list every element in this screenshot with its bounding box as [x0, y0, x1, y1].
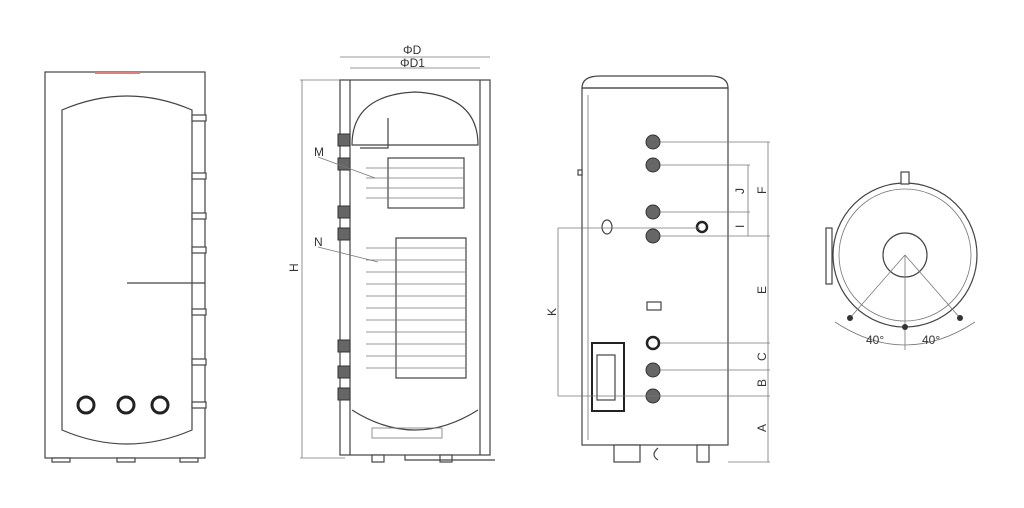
label-dim-e: E [755, 286, 769, 294]
side-dimension-lines [557, 141, 770, 463]
base-grid [371, 427, 443, 439]
label-angle-right: 40° [922, 333, 940, 347]
section-nozzles [337, 133, 351, 401]
leader-m [317, 156, 376, 179]
tank-casing [44, 71, 206, 459]
foot [116, 457, 136, 463]
top-view: 40° 40° [825, 171, 978, 350]
label-dim-i: I [733, 225, 747, 228]
label-dim-k: K [545, 308, 559, 316]
tank-dome [351, 91, 479, 146]
side-nozzles [645, 134, 661, 404]
tank-bottom [351, 409, 479, 431]
section-view: ΦD ΦD1 H M [287, 43, 495, 463]
label-dim-c: C [755, 352, 769, 361]
foot [51, 457, 71, 463]
port-circle [76, 395, 96, 415]
label-height: H [287, 263, 301, 272]
label-coil-n: N [314, 235, 323, 249]
hot-outlet-pipe [360, 118, 389, 149]
leader-n [317, 246, 379, 263]
label-dim-f: F [755, 187, 769, 194]
top-stub [900, 171, 910, 185]
nameplate [646, 301, 662, 311]
port-circle [150, 395, 170, 415]
port-circle [116, 395, 136, 415]
inner-panel [61, 95, 193, 445]
upper-coil-m [366, 157, 465, 209]
foot [179, 457, 199, 463]
label-inner-diameter: ΦD1 [400, 56, 425, 70]
label-dim-b: B [755, 379, 769, 387]
front-exterior-view [44, 71, 207, 463]
side-view: J F I E C B A K [545, 75, 770, 463]
label-outer-diameter: ΦD [403, 43, 422, 57]
pipe-stubs [191, 114, 207, 409]
section-casing [339, 79, 491, 456]
label-dim-a: A [755, 424, 769, 432]
drain-pipe [404, 455, 495, 461]
lower-coil-n [366, 237, 467, 379]
label-coil-m: M [314, 145, 324, 159]
side-top-cap [581, 75, 729, 89]
label-dim-j: J [733, 188, 747, 194]
label-angle-left: 40° [866, 333, 884, 347]
side-stub [825, 227, 833, 285]
angle-arc [834, 321, 976, 346]
